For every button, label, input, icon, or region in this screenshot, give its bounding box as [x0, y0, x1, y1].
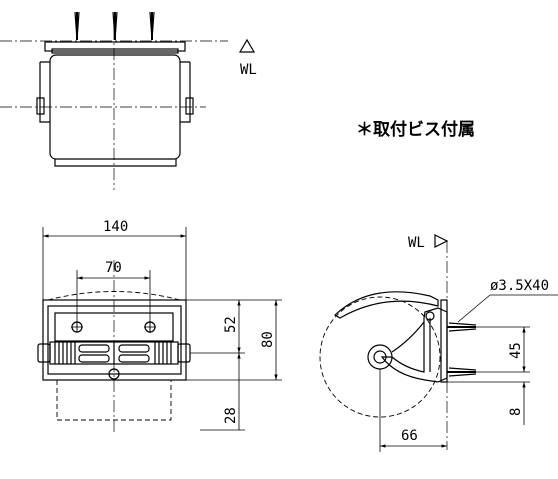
top-wall-plate: [44, 41, 186, 52]
dim-depth-66: 66: [401, 428, 418, 444]
side-bracket: [380, 307, 448, 383]
dim-hole-pitch-70: 70: [105, 260, 122, 276]
dim-side-8: 8: [508, 408, 524, 416]
roller-spring: [54, 342, 172, 364]
top-cover: [49, 54, 181, 160]
side-view: WL ø3.5X40 45 8: [319, 234, 558, 452]
front-view: 140 70: [37, 219, 282, 435]
top-screws: [74, 11, 155, 41]
wl-triangle-top: [238, 38, 256, 53]
dim-side-45: 45: [508, 342, 524, 359]
top-view: WL: [0, 11, 257, 190]
screw-spec-label: ø3.5X40: [490, 278, 549, 294]
wl-label-top: WL: [240, 62, 257, 78]
front-base-plate: [42, 299, 187, 381]
dim-height-28: 28: [223, 407, 239, 424]
dim-height-80: 80: [260, 331, 276, 348]
mounting-screws-note: ＊取付ビス付属: [356, 119, 475, 140]
side-cover: [334, 291, 439, 319]
dim-width-140: 140: [103, 219, 128, 235]
wl-triangle-side: [434, 234, 449, 248]
dim-height-52: 52: [223, 316, 239, 333]
paper-roll-outline: [319, 296, 441, 418]
wl-label-side: WL: [408, 235, 425, 251]
